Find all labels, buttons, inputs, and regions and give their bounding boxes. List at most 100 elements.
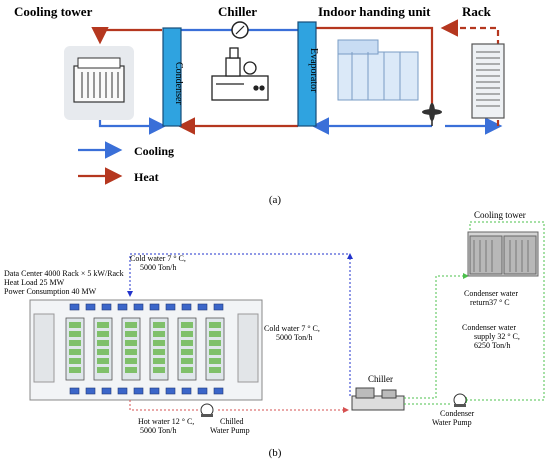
- chiller-b-label: Chiller: [368, 374, 393, 384]
- crah-unit-bottom: [197, 387, 208, 395]
- rack-unit: [125, 340, 137, 346]
- crah-unit-bottom: [149, 387, 160, 395]
- legend: Cooling Heat: [78, 141, 174, 185]
- caption-b: (b): [269, 447, 282, 459]
- rack-unit: [125, 349, 137, 355]
- rack-unit: [97, 349, 109, 355]
- chiller-unit-icon: [351, 387, 405, 411]
- cooling-tower-unit-icon: [467, 231, 539, 277]
- rack-unit: [69, 367, 81, 373]
- cond-supply-line-1: Condenser water: [462, 323, 516, 332]
- legend-cooling-label: Cooling: [134, 144, 174, 158]
- hot-water-line-2: 5000 Ton/h: [140, 426, 176, 435]
- rack-unit: [97, 367, 109, 373]
- hot-water-pipe: [129, 400, 349, 413]
- rack-unit: [153, 331, 165, 337]
- rack-unit: [153, 349, 165, 355]
- rack-unit: [209, 331, 221, 337]
- chilled-water-pump-icon: [200, 403, 214, 417]
- condenser-label: Condenser: [173, 62, 184, 105]
- crah-unit-bottom: [165, 387, 176, 395]
- rack-unit: [181, 331, 193, 337]
- rack-unit: [97, 331, 109, 337]
- evaporator-block: [297, 21, 317, 127]
- caption-a: (a): [269, 194, 282, 206]
- crah-unit-bottom: [85, 387, 96, 395]
- cond-return-line-2: return37 ° C: [470, 298, 510, 307]
- crah-unit-bottom: [213, 387, 224, 395]
- rack-unit: [209, 340, 221, 346]
- crah-unit-bottom: [133, 387, 144, 395]
- cold-water-mid-line-1: Cold water 7 ° C,: [264, 324, 320, 333]
- rack-unit: [97, 322, 109, 328]
- crah-unit-bottom: [117, 387, 128, 395]
- legend-heat-label: Heat: [134, 170, 159, 184]
- rack-unit: [209, 349, 221, 355]
- crah-unit-bottom: [181, 387, 192, 395]
- rack-unit: [69, 340, 81, 346]
- rack-unit: [153, 367, 165, 373]
- cold-water-top-line-2: 5000 Ton/h: [140, 263, 176, 272]
- crah-unit-top: [117, 303, 128, 311]
- rack-unit: [181, 349, 193, 355]
- pump-icon-line: [235, 25, 245, 35]
- dc-info-line-1: Data Center 4000 Rack × 5 kW/Rack: [4, 269, 124, 278]
- rack-unit: [153, 322, 165, 328]
- indoor-unit-icon: [337, 39, 419, 101]
- rack-unit: [125, 358, 137, 364]
- rack-unit: [153, 340, 165, 346]
- cond-return-line-1: Condenser water: [464, 289, 518, 298]
- rack-unit: [209, 358, 221, 364]
- crah-unit-top: [133, 303, 144, 311]
- cond-pump-line-2: Water Pump: [432, 418, 472, 427]
- rack-unit: [181, 340, 193, 346]
- dc-info-line-2: Heat Load 25 MW: [4, 278, 65, 287]
- dc-info-line-3: Power Consumption 40 MW: [4, 287, 97, 296]
- rack-unit: [125, 322, 137, 328]
- rack-unit: [181, 322, 193, 328]
- rack-unit: [97, 358, 109, 364]
- crah-unit-top: [181, 303, 192, 311]
- cold-water-pipe: [127, 253, 353, 396]
- cond-supply-line-2: supply 32 ° C,: [474, 332, 520, 341]
- condenser-water-pipe: [404, 221, 545, 405]
- cooling-tower-b-label: Cooling tower: [474, 210, 526, 220]
- rack-unit: [125, 331, 137, 337]
- rack-unit: [181, 367, 193, 373]
- rack-unit: [125, 367, 137, 373]
- rack-unit: [69, 331, 81, 337]
- crah-unit-top: [213, 303, 224, 311]
- cond-pump-line-1: Condenser: [440, 409, 475, 418]
- rack-unit: [209, 367, 221, 373]
- cold-water-top-line-1: Cold water 7 ° C,: [130, 254, 186, 263]
- rack-unit: [209, 322, 221, 328]
- rack-unit: [153, 358, 165, 364]
- chiller-title: Chiller: [218, 4, 257, 19]
- crah-unit-top: [101, 303, 112, 311]
- evaporator-label: Evaporator: [308, 48, 319, 93]
- crah-unit-top: [165, 303, 176, 311]
- top-pipe-loops: [91, 19, 503, 135]
- rack-unit: [69, 358, 81, 364]
- rack-icon: [471, 43, 505, 119]
- chiller-icon: [211, 47, 269, 101]
- rack-title: Rack: [462, 4, 492, 19]
- indoor-unit-title: Indoor handing unit: [318, 4, 431, 19]
- rack-unit: [69, 322, 81, 328]
- rack-unit: [181, 358, 193, 364]
- cooling-tower-title: Cooling tower: [14, 4, 93, 19]
- rack-unit: [97, 340, 109, 346]
- condenser-block: [162, 27, 182, 127]
- condenser-water-pump-icon: [453, 393, 467, 407]
- hot-water-line-1: Hot water 12 ° C,: [138, 417, 194, 426]
- fan-icon: [422, 103, 442, 126]
- data-center-floorplan: [29, 299, 263, 401]
- chilled-pump-line-2: Water Pump: [210, 426, 250, 435]
- crah-unit-bottom: [101, 387, 112, 395]
- crah-unit-bottom: [69, 387, 80, 395]
- rack-unit: [69, 349, 81, 355]
- cond-supply-line-3: 6250 Ton/h: [474, 341, 510, 350]
- cooling-tower-icon: [64, 46, 134, 120]
- crah-unit-top: [85, 303, 96, 311]
